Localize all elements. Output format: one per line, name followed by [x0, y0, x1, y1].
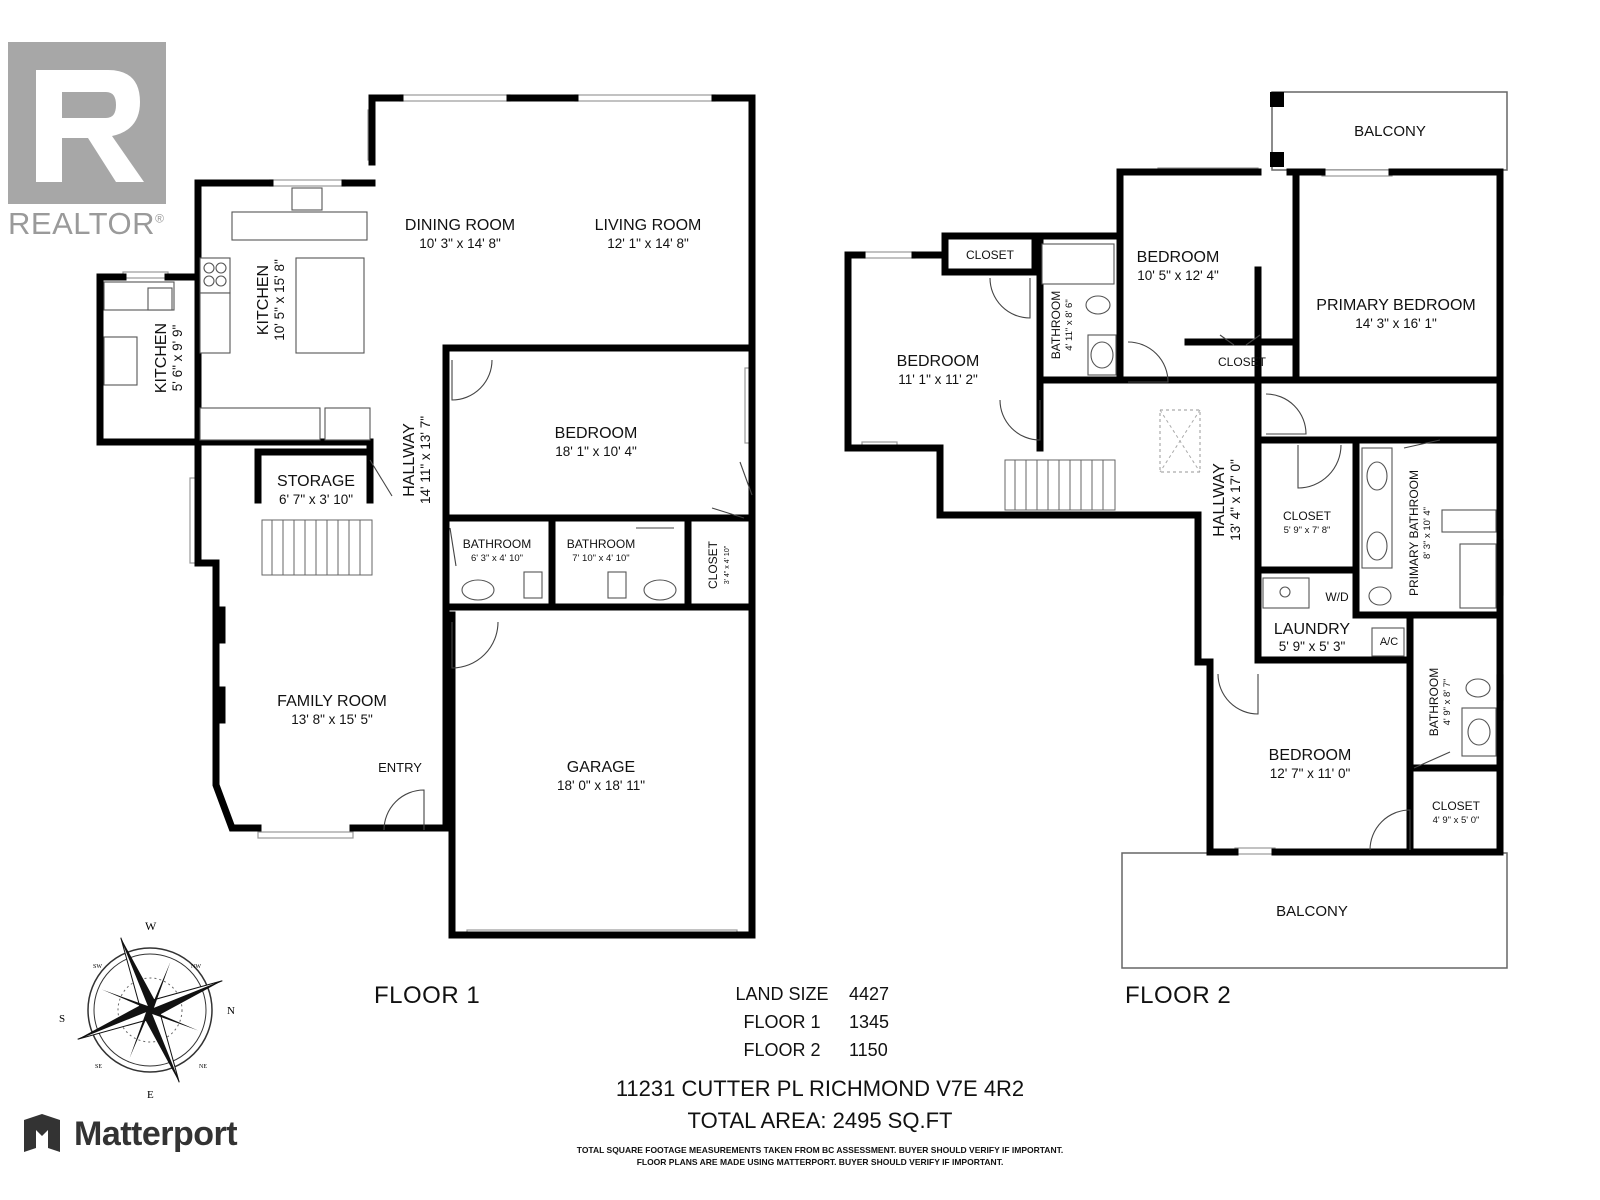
room-name: KITCHEN [153, 323, 170, 393]
realtor-r-mark [8, 42, 166, 204]
room-name: BEDROOM [1137, 249, 1220, 266]
room-dims: 4' 9" x 5' 0" [1433, 815, 1480, 826]
area-value: 1345 [849, 1011, 890, 1032]
balcony-label: BALCONY [1354, 123, 1426, 140]
room-name: CLOSET [706, 540, 720, 589]
room-name: BATHROOM [1427, 668, 1441, 736]
room-dims: 12' 7" x 11' 0" [1270, 766, 1351, 781]
room-name: LIVING ROOM [595, 217, 702, 234]
area-row: FLOOR 2 1150 [715, 1036, 909, 1064]
disclaimer-line: TOTAL SQUARE FOOTAGE MEASUREMENTS TAKEN … [576, 1145, 1064, 1155]
area-row: FLOOR 1 1345 [715, 1008, 909, 1036]
compass-sw: SW [93, 964, 102, 970]
closet-label: CLOSET [966, 248, 1015, 262]
area-label: LAND SIZE [735, 983, 829, 1004]
room-name: LAUNDRY [1274, 621, 1351, 638]
compass-e: E [147, 1089, 154, 1098]
room-name: GARAGE [567, 759, 635, 776]
registered-mark: ® [155, 211, 165, 226]
room-dims: 5' 6" x 9' 9" [170, 325, 185, 392]
area-label: FLOOR 1 [743, 1011, 821, 1032]
room-name: CLOSET [1283, 509, 1332, 523]
room-dims: 14' 3" x 16' 1" [1355, 316, 1437, 331]
room-dims: 14' 11" x 13' 7" [418, 416, 433, 504]
ac-label: A/C [1380, 636, 1398, 648]
room-name: HALLWAY [1211, 463, 1228, 537]
room-dims: 6' 3" x 4' 10" [471, 553, 523, 564]
room-dims: 13' 8" x 15' 5" [291, 712, 373, 727]
property-address: 11231 CUTTER PL RICHMOND V7E 4R2 [615, 1076, 1025, 1101]
compass-n: N [227, 1005, 235, 1017]
matterport-text: Matterport [74, 1114, 238, 1153]
room-name: BATHROOM [1049, 291, 1063, 359]
compass-s: S [59, 1013, 65, 1025]
room-dims: 4' 9" x 8' 7" [1442, 679, 1453, 726]
floor-2-plan [844, 91, 1508, 969]
room-dims: 10' 3" x 14' 8" [419, 236, 501, 251]
room-name: STORAGE [277, 473, 355, 490]
area-value: 1150 [849, 1039, 888, 1060]
room-dims: 12' 1" x 14' 8" [607, 236, 689, 251]
realtor-logo-text: REALTOR [8, 206, 156, 241]
disclaimer-line: FLOOR PLANS ARE MADE USING MATTERPORT. B… [636, 1157, 1004, 1167]
room-dims: 13' 4" x 17' 0" [1228, 459, 1243, 541]
floor-1-labels: DINING ROOM 10' 3" x 14' 8" LIVING ROOM … [153, 217, 731, 793]
room-dims: 8' 3" x 10' 4" [1422, 507, 1433, 559]
room-name: DINING ROOM [405, 217, 515, 234]
room-name: HALLWAY [401, 423, 418, 497]
floor-1-plan [96, 94, 756, 939]
washer-dryer-label: W/D [1325, 590, 1349, 604]
room-name: BATHROOM [463, 537, 531, 551]
disclaimer: TOTAL SQUARE FOOTAGE MEASUREMENTS TAKEN … [520, 1144, 1120, 1168]
room-dims: 6' 7" x 3' 10" [279, 492, 353, 507]
floor-2-labels: BEDROOM 11' 1" x 11' 2" BEDROOM 10' 5" x… [897, 123, 1481, 920]
room-dims: 18' 0" x 18' 11" [557, 778, 645, 793]
compass-nw: NW [191, 964, 201, 970]
room-dims: 3' 4" x 4' 10" [724, 545, 731, 584]
realtor-logo: REALTOR® [8, 42, 176, 242]
floor-1-title: FLOOR 1 [374, 982, 481, 1009]
matterport-logo: Matterport [20, 1112, 238, 1156]
room-name: FAMILY ROOM [277, 693, 387, 710]
room-name: KITCHEN [255, 265, 272, 335]
balcony-label: BALCONY [1276, 903, 1348, 920]
compass-rose-icon: W E N S NW SW NE SE [59, 919, 235, 1098]
room-dims: 10' 5" x 15' 8" [272, 259, 287, 341]
room-dims: 5' 9" x 5' 3" [1279, 639, 1346, 654]
total-area: TOTAL AREA: 2495 SQ.FT [687, 1108, 953, 1133]
floor-2-title: FLOOR 2 [1125, 982, 1232, 1009]
compass-w: W [145, 919, 157, 933]
room-dims: 4' 11" x 8' 6" [1064, 299, 1075, 350]
room-dims: 5' 9" x 7' 8" [1284, 525, 1331, 536]
area-label: FLOOR 2 [743, 1039, 821, 1060]
room-dims: 10' 5" x 12' 4" [1137, 268, 1219, 283]
room-name: CLOSET [1432, 799, 1481, 813]
room-dims: 7' 10" x 4' 10" [572, 553, 629, 564]
compass-se: SE [95, 1064, 102, 1070]
area-value: 4427 [849, 983, 890, 1004]
room-dims: 11' 1" x 11' 2" [898, 372, 978, 387]
room-name: PRIMARY BATHROOM [1407, 470, 1421, 596]
room-name: BEDROOM [1269, 747, 1352, 764]
closet-label: CLOSET [1218, 355, 1267, 369]
room-name: BEDROOM [555, 425, 638, 442]
entry-label: ENTRY [378, 760, 422, 775]
room-name: BEDROOM [897, 353, 980, 370]
room-dims: 18' 1" x 10' 4" [555, 444, 637, 459]
compass-ne: NE [199, 1064, 207, 1070]
room-name: BATHROOM [567, 537, 635, 551]
area-row: LAND SIZE 4427 [715, 980, 909, 1008]
area-table: LAND SIZE 4427 FLOOR 1 1345 FLOOR 2 1150 [715, 980, 909, 1064]
room-name: PRIMARY BEDROOM [1316, 297, 1475, 314]
matterport-icon [24, 1114, 60, 1152]
